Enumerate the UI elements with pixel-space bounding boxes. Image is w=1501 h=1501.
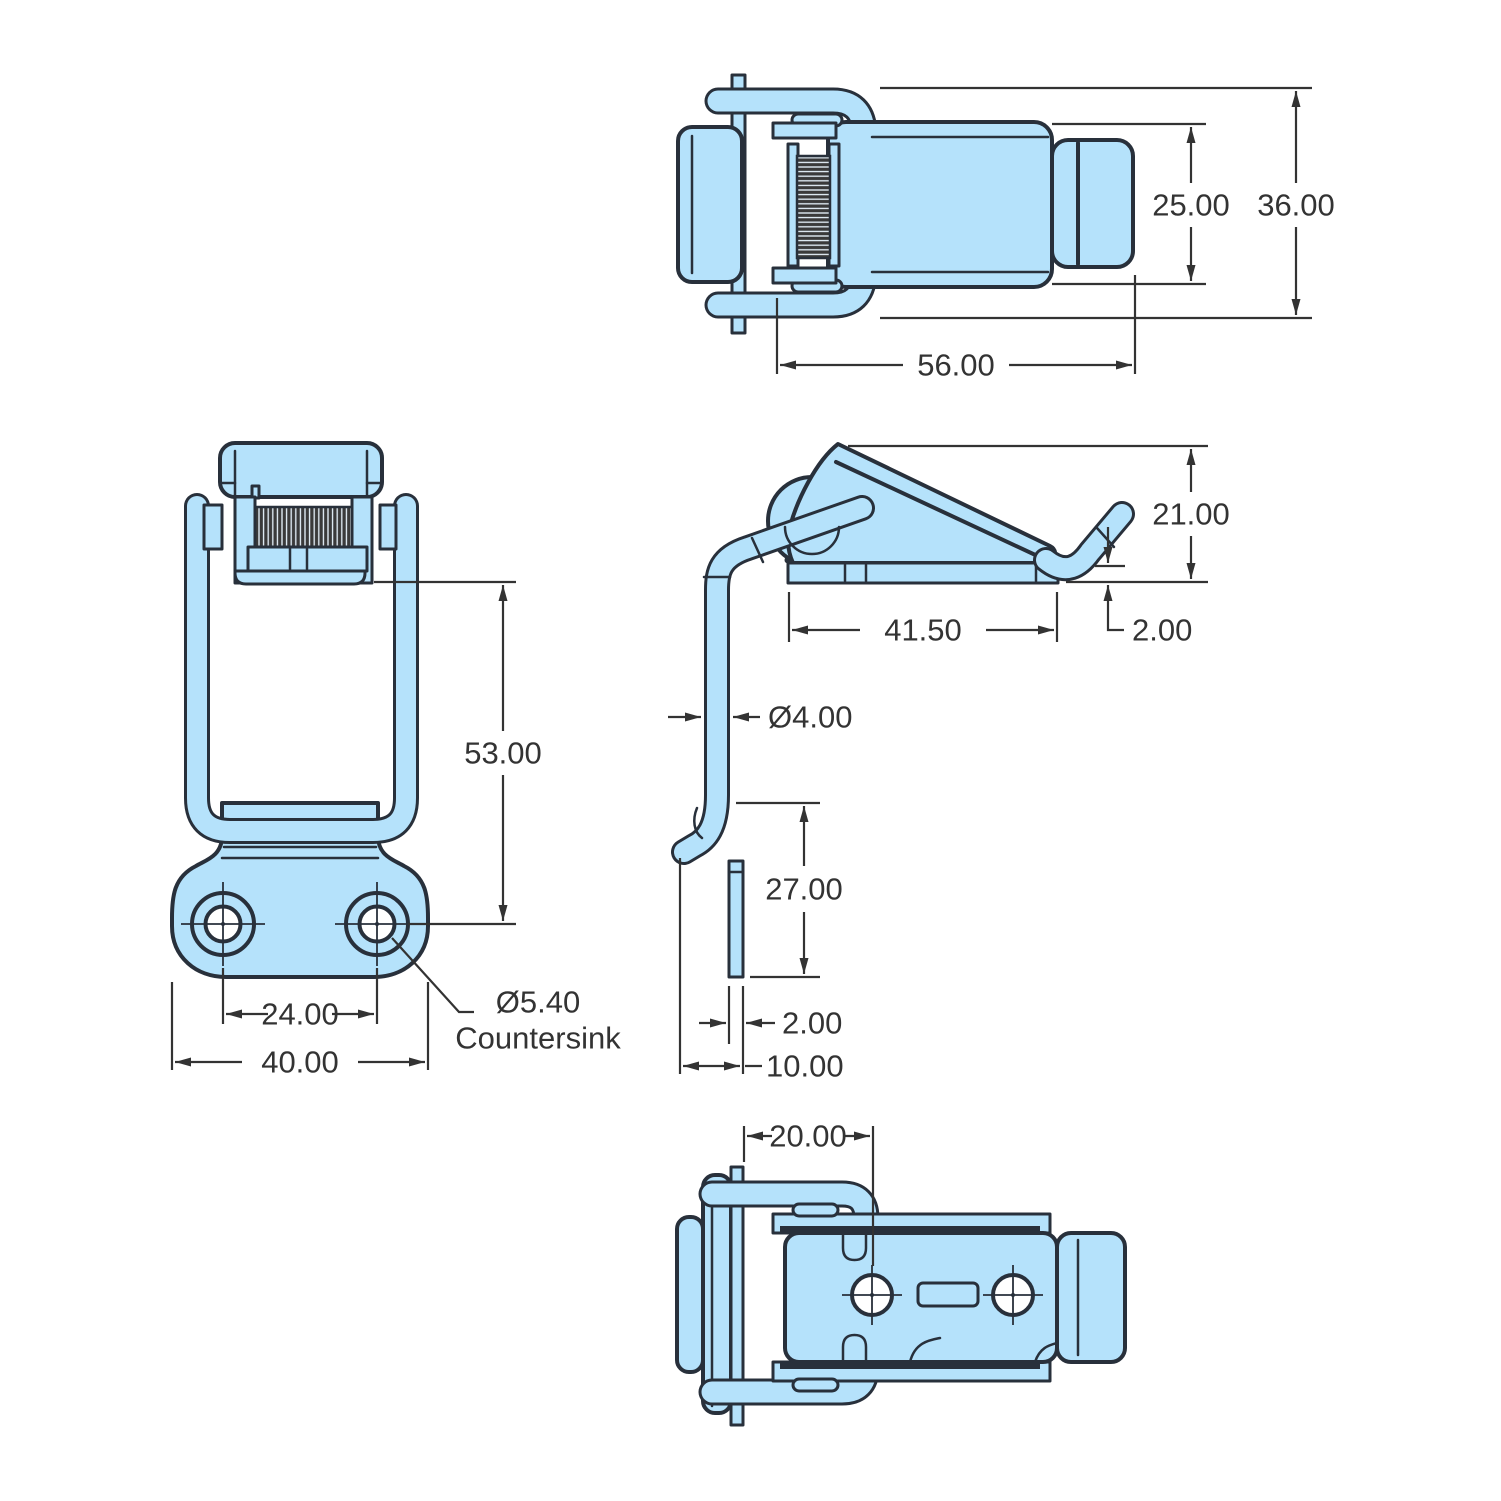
side-view-loop-inner-line <box>693 806 704 840</box>
front-view-spring-assembly <box>202 495 398 586</box>
dim-36-label: 36.00 <box>1257 188 1335 223</box>
front-view-wire-anchor-left <box>202 503 224 551</box>
side-view: 21.00 2.00 41.50 Ø4.00 27.00 2.00 <box>668 442 1230 1084</box>
side-view-hook <box>1033 501 1135 582</box>
side-view-base-plate <box>786 561 1060 585</box>
top-view-flange-top <box>771 121 838 140</box>
dim-wire-dia-label: Ø4.00 <box>768 700 852 735</box>
side-view-bail-wire <box>671 495 875 865</box>
front-view-dimensions: 53.00 24.00 40.00 Ø5.40 Countersink <box>170 580 621 1080</box>
bottom-view-keeper-edge-bar <box>729 1165 745 1427</box>
dim-27-label: 27.00 <box>765 872 843 907</box>
front-view-hole-left <box>181 882 265 966</box>
top-view-spring-coil <box>795 154 832 260</box>
bottom-view-dimensions: 20.00 <box>742 1119 875 1266</box>
dim-21-label: 21.00 <box>1152 497 1230 532</box>
dim-2-strip-label: 2.00 <box>782 1006 842 1041</box>
dim-56-label: 56.00 <box>917 348 995 383</box>
bottom-view-slot-bottom <box>841 1333 868 1364</box>
front-view-spring-coil <box>253 505 354 549</box>
bottom-view-keeper-plate <box>701 1173 733 1415</box>
top-view-pivot-assembly <box>771 112 844 294</box>
bottom-view-keeper-cap <box>675 1215 705 1374</box>
dim-53-label: 53.00 <box>464 736 542 771</box>
top-view: 25.00 36.00 56.00 <box>676 73 1335 383</box>
front-view-bottom-cap <box>233 569 367 586</box>
front-view-wire-anchor-right <box>378 503 398 551</box>
dim-24-label: 24.00 <box>261 997 339 1032</box>
side-view-boss-dot <box>784 556 792 564</box>
bottom-view-spring-cap-top <box>791 1202 840 1218</box>
dim-2-base-label: 2.00 <box>1132 613 1192 648</box>
bottom-view-end-cap <box>1055 1231 1127 1364</box>
countersink-note-label: Countersink <box>455 1021 621 1056</box>
countersink-leader-line <box>391 937 474 1014</box>
side-view-dimensions: 21.00 2.00 41.50 Ø4.00 27.00 2.00 <box>668 444 1230 1084</box>
top-view-keeper-plate <box>676 125 744 284</box>
side-view-wedge-inner-line <box>834 460 1046 561</box>
front-view: 53.00 24.00 40.00 Ø5.40 Countersink <box>170 441 621 1080</box>
dim-25-label: 25.00 <box>1152 188 1230 223</box>
countersink-dia-label: Ø5.40 <box>496 985 580 1020</box>
top-view-lever-body <box>826 120 1054 289</box>
side-view-strip <box>727 859 745 979</box>
dim-10-label: 10.00 <box>766 1049 844 1084</box>
top-view-dimensions: 25.00 36.00 56.00 <box>775 86 1335 383</box>
bottom-view-hole-left <box>842 1265 902 1325</box>
bottom-view-contour-line1 <box>908 1336 942 1364</box>
bottom-view-spring-cap-bottom <box>791 1377 840 1393</box>
front-view-lever-cap <box>218 441 384 500</box>
dim-41-label: 41.50 <box>884 613 962 648</box>
bottom-view-slot-top <box>841 1231 868 1262</box>
top-view-flange-bottom <box>771 266 838 285</box>
dim-20-label: 20.00 <box>769 1119 847 1154</box>
front-view-bail-wire <box>184 493 419 844</box>
dim-40-label: 40.00 <box>261 1045 339 1080</box>
bottom-view: 20.00 <box>675 1119 1127 1427</box>
bottom-view-center-slot <box>916 1281 980 1308</box>
bottom-view-hole-right <box>983 1265 1043 1325</box>
side-view-boss-arc <box>783 525 841 556</box>
top-view-latch-end <box>1050 138 1135 269</box>
